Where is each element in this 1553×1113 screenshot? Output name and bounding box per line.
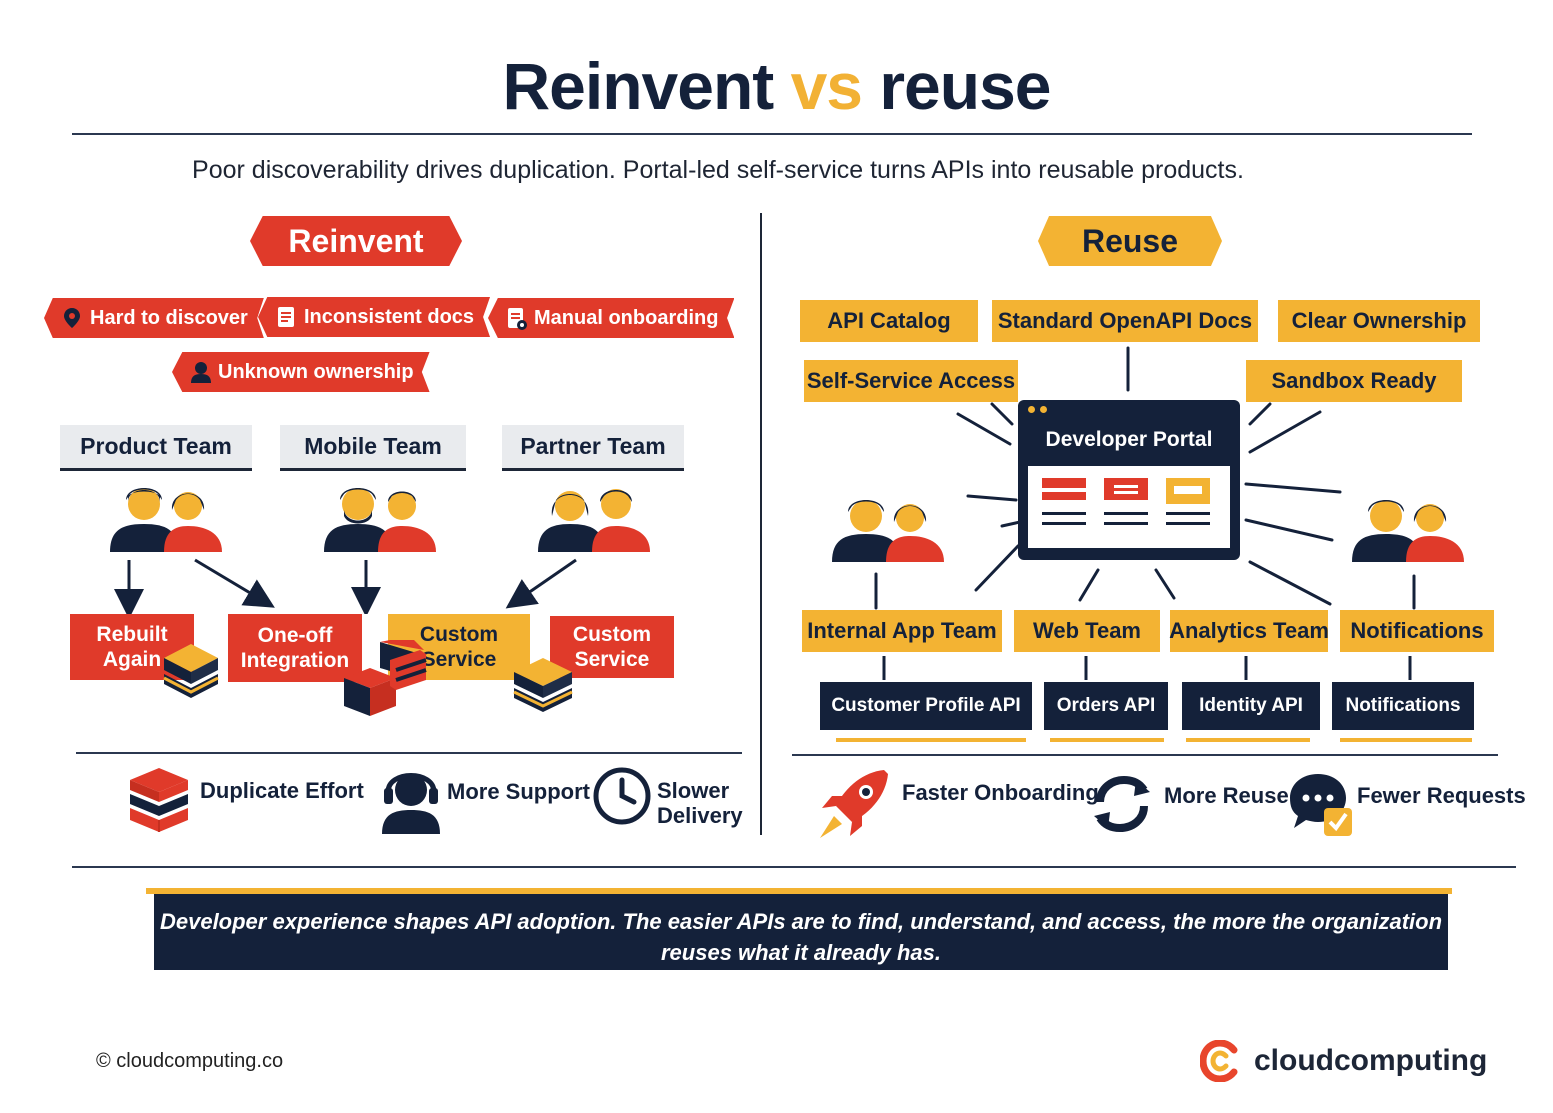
window-dots <box>1028 406 1047 413</box>
brand-logo: cloudcomputing <box>1200 1040 1487 1082</box>
developer-portal-window: Developer Portal <box>1018 400 1240 560</box>
api-underline <box>1340 738 1472 742</box>
takeaway-banner: Developer experience shapes API adoption… <box>146 888 1452 970</box>
page-title: Reinvent vs reuse <box>0 48 1553 124</box>
pain-point-label: Hard to discover <box>90 306 248 329</box>
title-rule <box>72 133 1472 135</box>
people-icon-product <box>110 488 222 552</box>
location-pin-icon <box>62 307 82 329</box>
form-icon <box>506 307 527 330</box>
refresh-reuse-icon <box>1094 775 1150 833</box>
people-icon-partner <box>538 489 650 552</box>
takeaway-line-1: Developer experience shapes API adoption… <box>159 909 1443 934</box>
center-divider <box>760 213 762 835</box>
outcome-custom-service-2: Custom Service <box>550 616 674 678</box>
title-reuse: reuse <box>879 49 1051 123</box>
api-identity: Identity API <box>1182 682 1320 730</box>
reinvent-banner: Reinvent <box>250 216 462 266</box>
pain-point-label: Manual onboarding <box>534 306 719 329</box>
effect-more-support: More Support <box>447 779 590 804</box>
people-icon-mobile <box>324 488 436 552</box>
api-orders: Orders API <box>1044 682 1168 730</box>
feature-self-service: Self-Service Access <box>804 360 1018 402</box>
clock-icon <box>593 767 651 825</box>
rocket-icon <box>820 770 888 838</box>
api-customer-profile: Customer Profile API <box>820 682 1032 730</box>
benefit-faster-onboarding: Faster Onboarding <box>902 780 1099 805</box>
team-partner: Partner Team <box>502 425 684 471</box>
cloudcomputing-logo-icon <box>1200 1040 1238 1082</box>
stack-icon <box>513 658 573 712</box>
portal-title: Developer Portal <box>1045 428 1213 451</box>
team-notifications: Notifications <box>1340 610 1494 652</box>
team-to-api-lines <box>882 656 1412 680</box>
benefit-fewer-requests: Fewer Requests <box>1357 783 1526 808</box>
feature-openapi-docs: Standard OpenAPI Docs <box>992 300 1258 342</box>
team-internal-app: Internal App Team <box>802 610 1002 652</box>
api-notifications: Notifications <box>1332 682 1474 730</box>
stack-icon <box>163 644 219 698</box>
api-underline <box>1050 738 1164 742</box>
team-to-outcome-arrows <box>114 558 577 614</box>
copyright: © cloudcomputing.co <box>96 1050 284 1072</box>
team-web: Web Team <box>1014 610 1160 652</box>
pain-point-inconsistent-docs: Inconsistent docs <box>258 297 491 337</box>
title-vs: vs <box>790 49 863 123</box>
cube-icon <box>344 640 427 716</box>
benefit-more-reuse: More Reuse <box>1164 783 1289 808</box>
api-underline <box>1186 738 1310 742</box>
effect-duplicate-effort: Duplicate Effort <box>200 778 364 803</box>
feature-api-catalog: API Catalog <box>800 300 978 342</box>
document-icon <box>276 306 296 328</box>
pain-point-label: Inconsistent docs <box>304 305 475 328</box>
team-analytics: Analytics Team <box>1169 610 1329 652</box>
headset-support-icon <box>382 773 440 834</box>
outcome-one-off-integration: One-off Integration <box>228 614 362 682</box>
chat-check-icon <box>1290 774 1352 836</box>
pain-point-label: Unknown ownership <box>218 360 414 383</box>
bottom-rule <box>72 866 1516 868</box>
pain-point-unknown-ownership: Unknown ownership <box>172 352 430 392</box>
people-icon-right-users <box>1352 500 1464 562</box>
feature-sandbox-ready: Sandbox Ready <box>1246 360 1462 402</box>
reuse-banner: Reuse <box>1038 216 1222 266</box>
team-mobile: Mobile Team <box>280 425 466 471</box>
effect-slower-delivery: Slower Delivery <box>657 778 743 828</box>
pain-point-hard-to-discover: Hard to discover <box>44 298 264 338</box>
portal-connector-lines <box>874 346 1416 610</box>
takeaway-line-2: reuses what it already has. <box>660 940 942 965</box>
subtitle: Poor discoverability drives duplication.… <box>192 156 1244 184</box>
right-benefits-rule <box>792 754 1498 756</box>
brand-name: cloudcomputing <box>1254 1044 1488 1077</box>
feature-clear-ownership: Clear Ownership <box>1278 300 1480 342</box>
person-icon <box>190 361 211 383</box>
api-underline <box>836 738 1026 742</box>
pain-point-manual-onboarding: Manual onboarding <box>488 298 735 338</box>
people-icon-left-users <box>832 500 944 562</box>
left-effects-rule <box>76 752 742 754</box>
title-reinvent: Reinvent <box>502 49 775 123</box>
stacked-boxes-icon <box>130 768 188 832</box>
team-product: Product Team <box>60 425 252 471</box>
portal-screen <box>1028 466 1230 548</box>
